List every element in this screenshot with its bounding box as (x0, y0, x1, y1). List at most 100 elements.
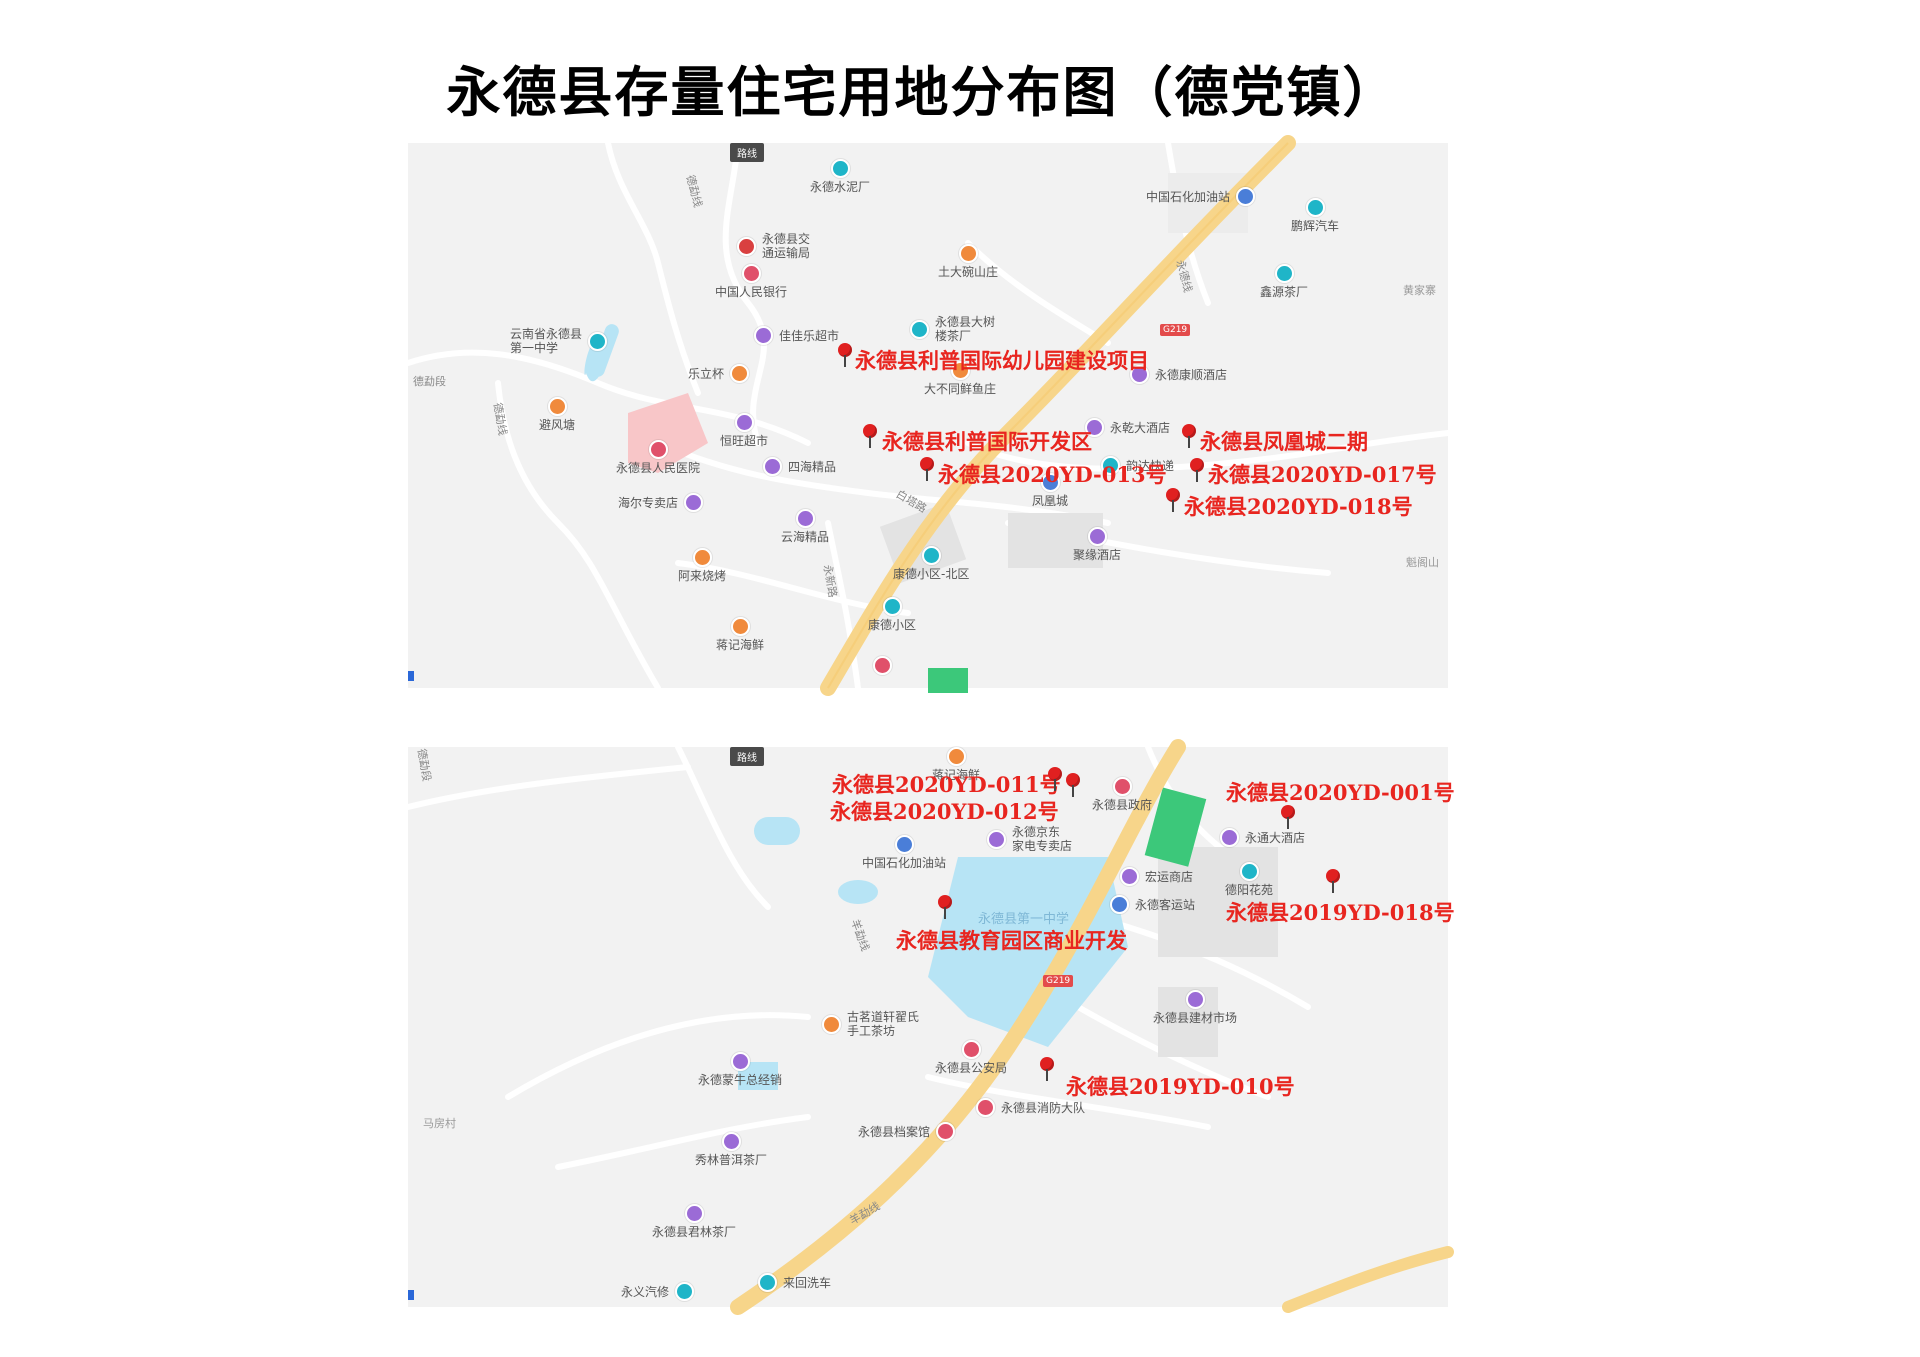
site-pin[interactable] (863, 424, 877, 448)
poi-marker[interactable]: 土大碗山庄 (938, 244, 998, 279)
poi-icon (1239, 862, 1259, 881)
site-pin[interactable] (1040, 1057, 1054, 1081)
poi-marker[interactable]: 中国人民银行 (715, 264, 787, 299)
site-pin[interactable] (838, 343, 852, 367)
poi-marker[interactable]: 康德小区-北区 (893, 546, 969, 581)
poi-marker[interactable]: 永德县档案馆 (858, 1122, 956, 1141)
site-label[interactable]: 永德县2020YD-012号 (830, 799, 1059, 824)
poi-marker[interactable]: 永乾大酒店 (1085, 418, 1170, 437)
site-pin[interactable] (1182, 424, 1196, 448)
poi-marker[interactable]: 秀林普洱茶厂 (695, 1132, 767, 1167)
poi-marker[interactable]: 康德小区 (868, 597, 916, 632)
page-title: 永德县存量住宅用地分布图（德党镇） (446, 60, 1399, 124)
poi-label: 凤凰城 (1032, 494, 1069, 508)
poi-marker[interactable]: 永德县消防大队 (976, 1098, 1085, 1117)
site-label[interactable]: 永德县2019YD-018号 (1226, 900, 1455, 925)
site-label[interactable]: 永德县利普国际幼儿园建设项目 (855, 348, 1149, 373)
poi-marker[interactable]: 永德水泥厂 (810, 159, 870, 194)
poi-label: 宏运商店 (1145, 869, 1194, 884)
site-label[interactable]: 永德县凤凰城二期 (1200, 429, 1368, 454)
site-label[interactable]: 永德县2020YD-018号 (1184, 494, 1413, 519)
poi-marker[interactable]: 中国石化加油站 (1146, 187, 1256, 206)
poi-icon (795, 509, 815, 528)
map-panel-bottom[interactable]: 路线 G219 马房村 德勐段 羊勐线 羊勐线 蒋记海鲜 永德县政府 永德京东 … (405, 739, 1455, 1315)
site-pin[interactable] (1190, 458, 1204, 482)
poi-marker[interactable]: 蒋记海鲜 (716, 617, 764, 652)
poi-label: 永德县交 通运输局 (762, 232, 811, 260)
poi-marker[interactable]: 永德县大树 楼茶厂 (910, 315, 995, 343)
block (1158, 847, 1278, 957)
poi-marker[interactable]: 大不同鲜鱼庄 (924, 361, 996, 396)
poi-marker[interactable]: 聚缘酒店 (1073, 527, 1121, 562)
map-panel-top[interactable]: 路线 G219 黄家寨 魁阁山 德勐线 德勐段 德勐线 白塔路 永新路 永德线 … (405, 135, 1451, 696)
poi-icon (588, 331, 608, 351)
poi-icon (1110, 895, 1129, 914)
poi-marker[interactable]: 鹏辉汽车 (1291, 198, 1339, 233)
site-label[interactable]: 永德县2020YD-001号 (1226, 780, 1455, 805)
site-pin[interactable] (1048, 767, 1062, 791)
minor-road (965, 430, 1451, 472)
poi-icon (758, 1273, 777, 1292)
poi-marker[interactable]: 云南省永德县 第一中学 (510, 327, 608, 355)
poi-marker[interactable]: 永义汽修 (621, 1282, 695, 1301)
site-pin[interactable] (920, 457, 934, 481)
poi-marker[interactable]: 韵达快递 (1101, 456, 1174, 475)
site-label[interactable]: 永德县2020YD-017号 (1208, 462, 1437, 487)
poi-marker[interactable]: 乐立杯 (688, 364, 750, 383)
site-label[interactable]: 永德县利普国际开发区 (882, 429, 1092, 454)
school-area (928, 857, 1128, 1047)
poi-marker[interactable]: 永德县交 通运输局 (737, 232, 810, 260)
minor-road (825, 520, 861, 691)
site-pin[interactable] (1166, 488, 1180, 512)
site-pin[interactable] (938, 895, 952, 919)
poi-marker[interactable]: 佳佳乐超市 (754, 326, 839, 345)
site-pin[interactable] (1326, 869, 1340, 893)
poi-icon (1085, 418, 1104, 437)
poi-marker[interactable]: 云海精品 (781, 509, 829, 544)
site-pin[interactable] (1281, 805, 1295, 829)
poi-marker[interactable]: 永德县人民医院 (616, 440, 700, 475)
poi-marker[interactable]: 四海精品 (763, 457, 836, 476)
poi-marker[interactable]: 永通大酒店 (1220, 828, 1305, 847)
poi-label: 蒋记海鲜 (932, 768, 981, 782)
poi-marker[interactable]: 来回洗车 (758, 1273, 831, 1292)
highway-g219 (730, 739, 1186, 1315)
poi-marker[interactable]: 中国石化加油站 (862, 835, 946, 870)
poi-label: 云海精品 (781, 530, 830, 544)
poi-marker[interactable]: 鑫源茶厂 (1260, 264, 1308, 299)
poi-marker[interactable]: 海尔专卖店 (618, 493, 704, 512)
poi-marker[interactable]: 宏运商店 (1120, 867, 1193, 886)
minor-road (675, 744, 771, 910)
poi-marker[interactable]: 永德蒙牛总经销 (698, 1052, 782, 1087)
site-label[interactable]: 永德县2019YD-010号 (1066, 1074, 1295, 1099)
poi-marker[interactable]: 永德县君林茶厂 (652, 1204, 736, 1239)
poi-marker[interactable]: 古茗道轩翟氏 手工茶坊 (822, 1010, 919, 1038)
scale-mark (408, 671, 414, 681)
poi-marker[interactable]: 永德京东 家电专卖店 (987, 825, 1072, 853)
site-label[interactable]: 永德县教育园区商业开发 (896, 928, 1127, 953)
route-badge[interactable]: 路线 (730, 143, 764, 162)
poi-marker[interactable]: 永德县建材市场 (1153, 990, 1237, 1025)
minor-road (722, 140, 767, 446)
poi-marker[interactable]: 永德客运站 (1110, 895, 1195, 914)
poi-icon (921, 546, 941, 565)
poi-label: 康德小区 (868, 618, 917, 632)
poi-marker[interactable]: 阿来烧烤 (678, 548, 726, 583)
poi-label: 阿来烧烤 (678, 569, 727, 583)
site-label[interactable]: 永德县2020YD-011号 (832, 772, 1061, 797)
poi-label: 康德小区-北区 (893, 567, 970, 581)
poi-marker[interactable]: 德阳花苑 (1225, 862, 1273, 897)
site-pin[interactable] (1066, 773, 1080, 797)
poi-marker[interactable] (873, 656, 892, 675)
poi-marker[interactable]: 凤凰城 (1032, 473, 1068, 508)
poi-icon (1185, 990, 1205, 1009)
poi-marker[interactable]: 永德县政府 (1092, 777, 1152, 812)
site-label[interactable]: 永德县2020YD-013号 (938, 462, 1167, 487)
poi-marker[interactable]: 蒋记海鲜 (932, 747, 980, 782)
poi-marker[interactable]: 恒旺超市 (720, 413, 768, 448)
poi-marker[interactable]: 永德县公安局 (935, 1040, 1007, 1075)
poi-marker[interactable]: 永德康顺酒店 (1130, 365, 1227, 384)
poi-label: 避风塘 (539, 418, 576, 432)
poi-marker[interactable]: 避风塘 (539, 397, 575, 432)
route-badge[interactable]: 路线 (730, 747, 764, 766)
